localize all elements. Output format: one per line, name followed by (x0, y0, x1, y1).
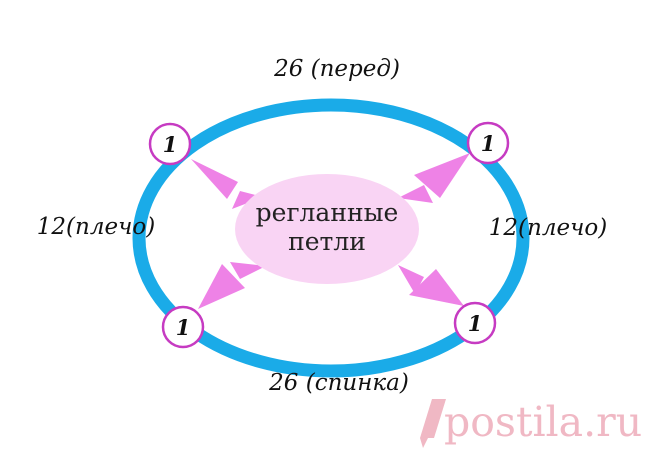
center-ellipse (235, 174, 419, 284)
watermark-text: postila.ru (444, 398, 642, 446)
label-left: 12(плечо) (37, 214, 155, 240)
arrow-bottom-left (198, 262, 266, 309)
ring-ellipse (132, 98, 530, 378)
label-right: 12(плечо) (489, 215, 607, 241)
node-top-right: 1 (466, 121, 510, 165)
node-top-left-label: 1 (163, 132, 178, 157)
node-bottom-right: 1 (453, 301, 497, 345)
node-bottom-left: 1 (161, 305, 205, 349)
node-top-left: 1 (148, 122, 192, 166)
arrow-top-right (398, 153, 470, 203)
watermark: postila.ru (420, 398, 642, 448)
label-bottom: 26 (спинка) (268, 370, 409, 396)
pencil-icon (420, 399, 446, 448)
node-top-right-label: 1 (481, 131, 496, 156)
label-top: 26 (перед) (273, 56, 400, 82)
node-bottom-left-label: 1 (176, 315, 191, 340)
center-label-line1: регланные (256, 198, 399, 227)
node-bottom-right-label: 1 (468, 311, 483, 336)
center-label-line2: петли (288, 227, 366, 256)
arrow-bottom-right (398, 265, 464, 306)
